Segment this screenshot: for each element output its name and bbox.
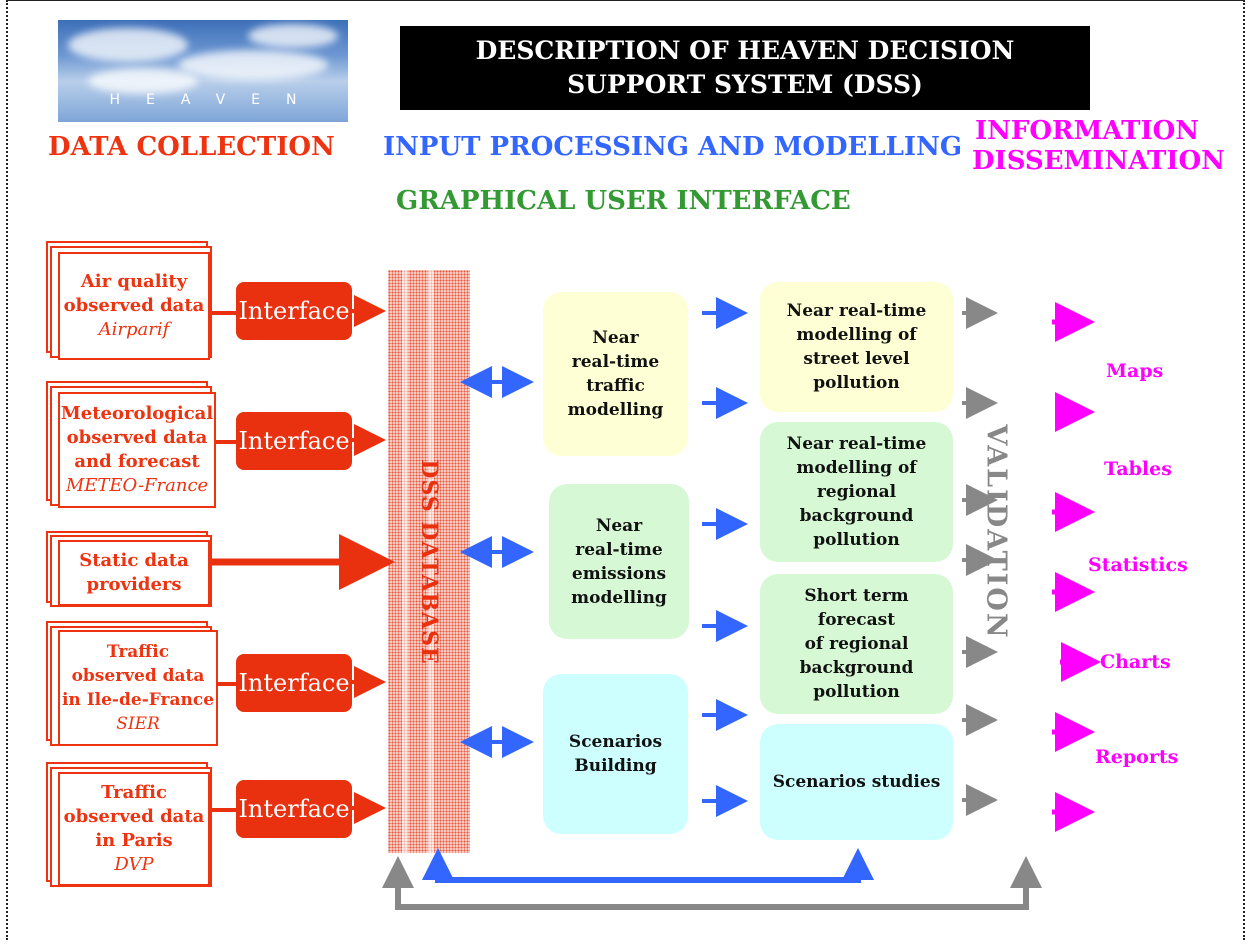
section-information-dissemination: INFORMATION DISSEMINATION xyxy=(972,116,1225,176)
model-line: of regional xyxy=(804,634,909,654)
model-line: Near xyxy=(592,328,639,348)
output-charts: Charts xyxy=(1100,651,1171,673)
model-line: traffic xyxy=(586,376,645,396)
model-line: Near xyxy=(595,515,643,536)
model-line: pollution xyxy=(813,373,900,393)
model-line: modelling xyxy=(571,587,667,608)
heaven-logo: HEAVEN xyxy=(58,20,348,122)
model-scenarios-studies: Scenarios studies xyxy=(760,724,953,840)
model-line: Building xyxy=(574,756,657,776)
source-line: and forecast xyxy=(74,451,200,472)
source-line: observed data xyxy=(66,427,208,448)
interface-box: Interface xyxy=(236,282,352,340)
source-provider: Airparif xyxy=(98,319,170,340)
section-info-line-2: DISSEMINATION xyxy=(972,146,1225,176)
model-line: background xyxy=(799,506,914,526)
model-line: forecast xyxy=(817,610,896,630)
validation-label: VALIDATION xyxy=(980,424,1012,640)
logo-text: HEAVEN xyxy=(109,92,323,108)
source-line: Static data xyxy=(79,550,189,571)
model-regional: Near real-time modelling of regional bac… xyxy=(760,422,953,562)
interface-box: Interface xyxy=(236,780,352,838)
model-street-level: Near real-time modelling of street level… xyxy=(760,282,953,412)
db-stripe xyxy=(402,270,408,853)
section-data-collection: DATA COLLECTION xyxy=(48,132,335,162)
source-line: in Ile-de-France xyxy=(61,690,215,710)
source-line: observed data xyxy=(63,295,205,316)
source-static-data: Static data providers xyxy=(58,540,210,606)
model-line: real-time xyxy=(571,352,660,372)
source-line: Traffic xyxy=(106,642,170,662)
model-line: Near real-time xyxy=(786,301,927,321)
source-provider: METEO-France xyxy=(65,475,209,496)
model-line: modelling of xyxy=(796,325,917,345)
source-traffic-paris: Traffic observed data in Paris DVP xyxy=(58,772,210,886)
source-provider: SIER xyxy=(116,714,160,734)
model-line: street level xyxy=(803,349,910,369)
model-line: emissions xyxy=(571,563,667,584)
output-maps: Maps xyxy=(1106,360,1164,382)
section-info-line-1: INFORMATION xyxy=(974,116,1200,146)
interface-box: Interface xyxy=(236,654,352,712)
model-line: pollution xyxy=(813,682,900,702)
source-air-quality: Air quality observed data Airparif xyxy=(58,252,210,360)
db-stripe xyxy=(428,270,434,853)
model-line: background xyxy=(799,658,914,678)
database-label: DSS DATABASE xyxy=(416,458,442,665)
output-tables: Tables xyxy=(1104,458,1172,480)
source-line: providers xyxy=(86,574,182,595)
page-title: DESCRIPTION OF HEAVEN DECISION SUPPORT S… xyxy=(400,26,1090,110)
source-traffic-idf: Traffic observed data in Ile-de-France S… xyxy=(58,630,218,746)
section-input-processing: INPUT PROCESSING AND MODELLING xyxy=(383,132,963,162)
model-line: Scenarios studies xyxy=(772,772,941,792)
model-line: Scenarios xyxy=(568,732,663,752)
source-line: observed data xyxy=(63,806,205,827)
interface-box: Interface xyxy=(236,412,352,470)
model-line: Short term xyxy=(804,586,909,606)
model-line: regional xyxy=(816,482,897,502)
model-traffic: Near real-time traffic modelling xyxy=(543,292,688,456)
model-scenarios: Scenarios Building xyxy=(543,674,688,834)
source-line: in Paris xyxy=(95,830,173,851)
source-line: Traffic xyxy=(101,782,167,803)
model-line: modelling of xyxy=(796,458,917,478)
dss-database: DSS DATABASE xyxy=(388,270,470,853)
model-line: Near real-time xyxy=(786,434,927,454)
model-forecast: Short term forecast of regional backgrou… xyxy=(760,574,953,714)
source-meteorological: Meteorological observed data and forecas… xyxy=(58,392,216,508)
output-reports: Reports xyxy=(1095,746,1179,768)
source-line: Meteorological xyxy=(60,403,214,424)
model-line: real-time xyxy=(575,539,663,560)
model-line: modelling xyxy=(567,400,664,420)
output-statistics: Statistics xyxy=(1088,554,1188,576)
source-line: Air quality xyxy=(80,271,188,292)
source-provider: DVP xyxy=(114,854,154,875)
model-line: pollution xyxy=(813,530,900,550)
source-line: observed data xyxy=(71,666,205,686)
title-line-1: DESCRIPTION OF HEAVEN DECISION xyxy=(475,36,1015,65)
title-line-2: SUPPORT SYSTEM (DSS) xyxy=(567,70,923,99)
model-emissions: Near real-time emissions modelling xyxy=(549,484,689,639)
page-frame xyxy=(6,0,1245,940)
section-gui: GRAPHICAL USER INTERFACE xyxy=(396,186,851,216)
